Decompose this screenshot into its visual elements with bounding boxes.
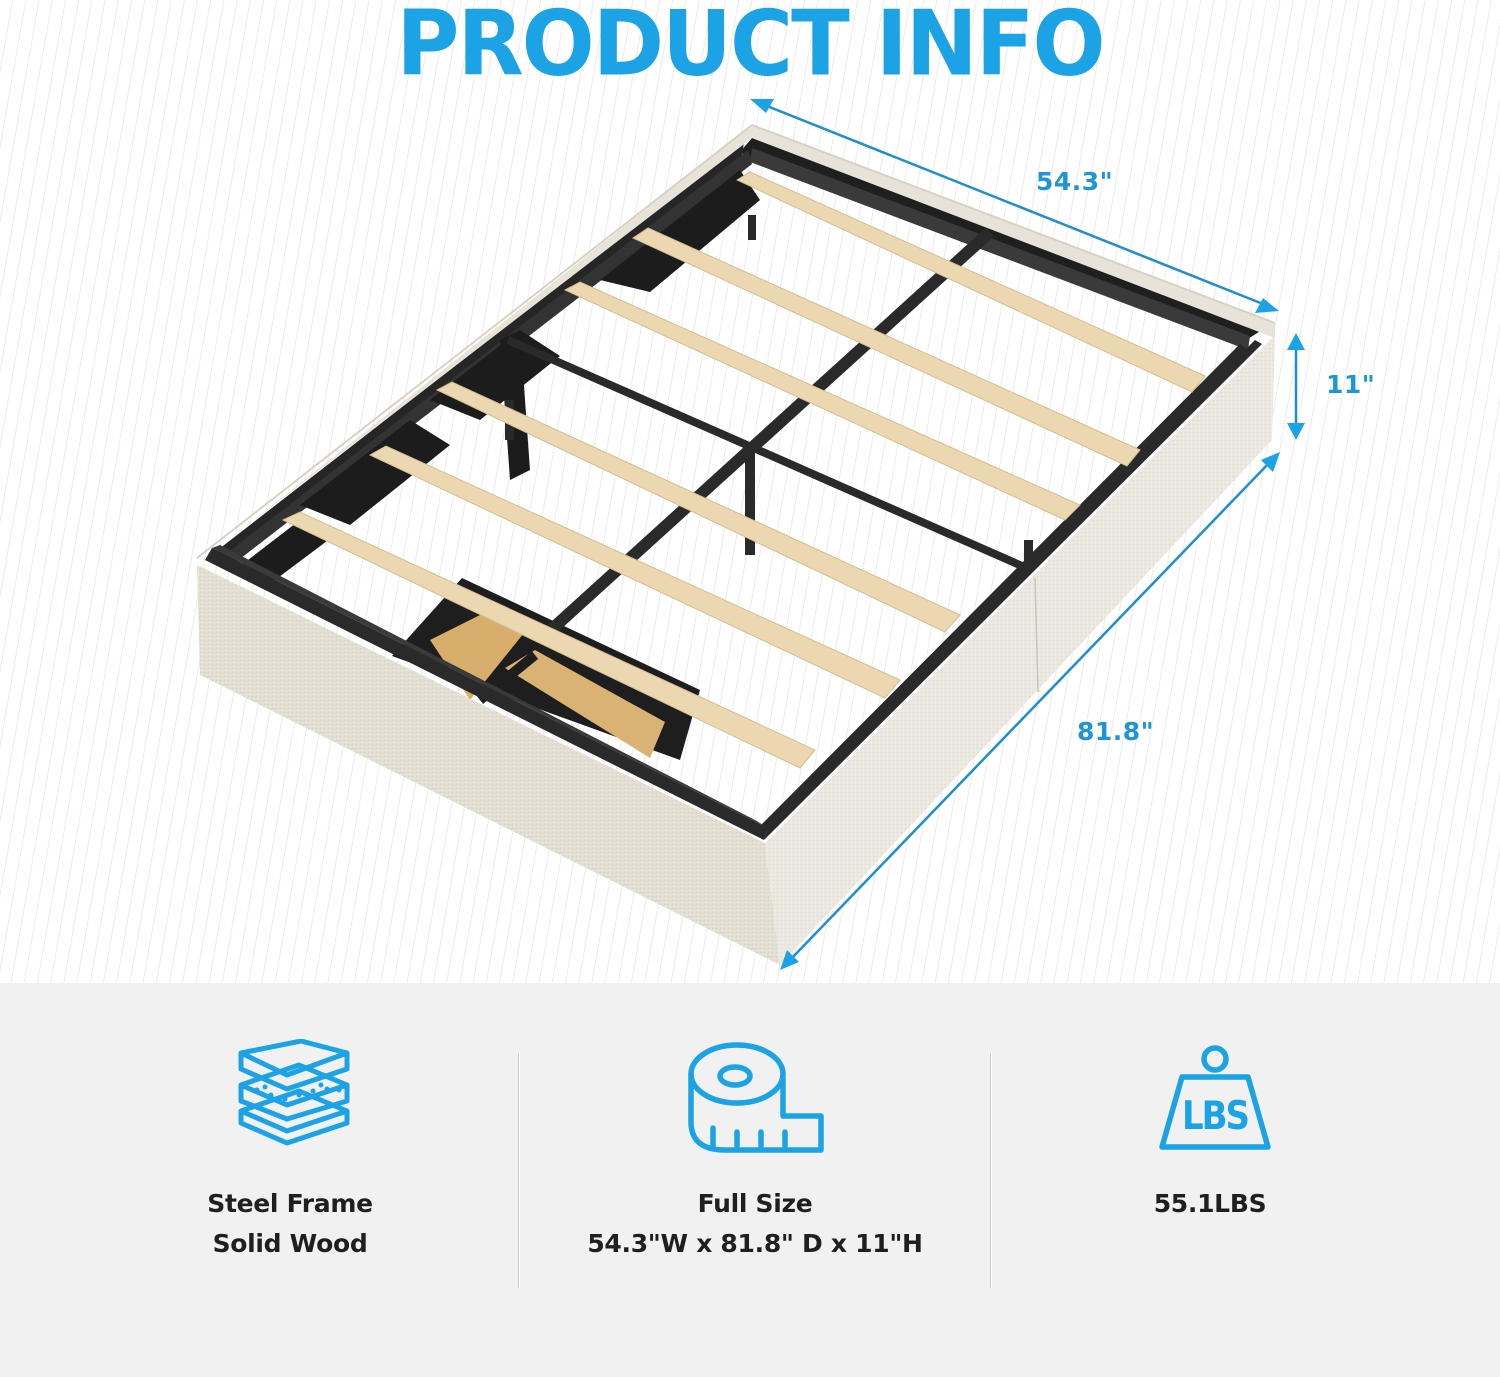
bed-frame-illustration: [196, 99, 1305, 970]
weight-lbs-icon: LBS: [1159, 1045, 1271, 1150]
product-image-area: PRODUCT INFO 54.3" 11" 81.8": [0, 0, 1500, 983]
dimension-width-label: 54.3": [1036, 167, 1114, 196]
page-title: PRODUCT INFO: [396, 0, 1105, 97]
tape-measure-icon: [688, 1042, 824, 1153]
feature-label: Full Size 54.3"W x 81.8" D x 11"H: [587, 1189, 923, 1258]
features-panel: Steel Frame Solid Wood Full Size 54.3"W …: [0, 983, 1500, 1377]
divider: [518, 1053, 520, 1288]
layers-icon: [238, 1039, 350, 1146]
dimension-arrows: [750, 99, 1305, 970]
dimension-depth-label: 81.8": [1077, 717, 1155, 746]
wooden-slats: [281, 171, 1206, 769]
drawer-wood-panel-2: [505, 650, 665, 758]
feature-size: Full Size 54.3"W x 81.8" D x 11"H: [520, 983, 990, 1377]
feature-weight: LBS 55.1LBS: [1060, 983, 1360, 1377]
feature-label: 55.1LBS: [1153, 1189, 1267, 1218]
feature-material: Steel Frame Solid Wood: [140, 983, 440, 1377]
dimension-height-label: 11": [1326, 370, 1376, 399]
divider: [990, 1053, 992, 1288]
center-steel-rail: [535, 227, 995, 645]
feature-label: Steel Frame Solid Wood: [207, 1189, 373, 1258]
left-steel-wall: [210, 142, 744, 565]
bed-left-face: [197, 565, 780, 965]
weight-icon-text: LBS: [1182, 1093, 1248, 1139]
bed-right-face: [765, 335, 1275, 965]
cross-steel-rail: [506, 336, 1024, 570]
drawer-wood-panel-1: [430, 610, 528, 700]
